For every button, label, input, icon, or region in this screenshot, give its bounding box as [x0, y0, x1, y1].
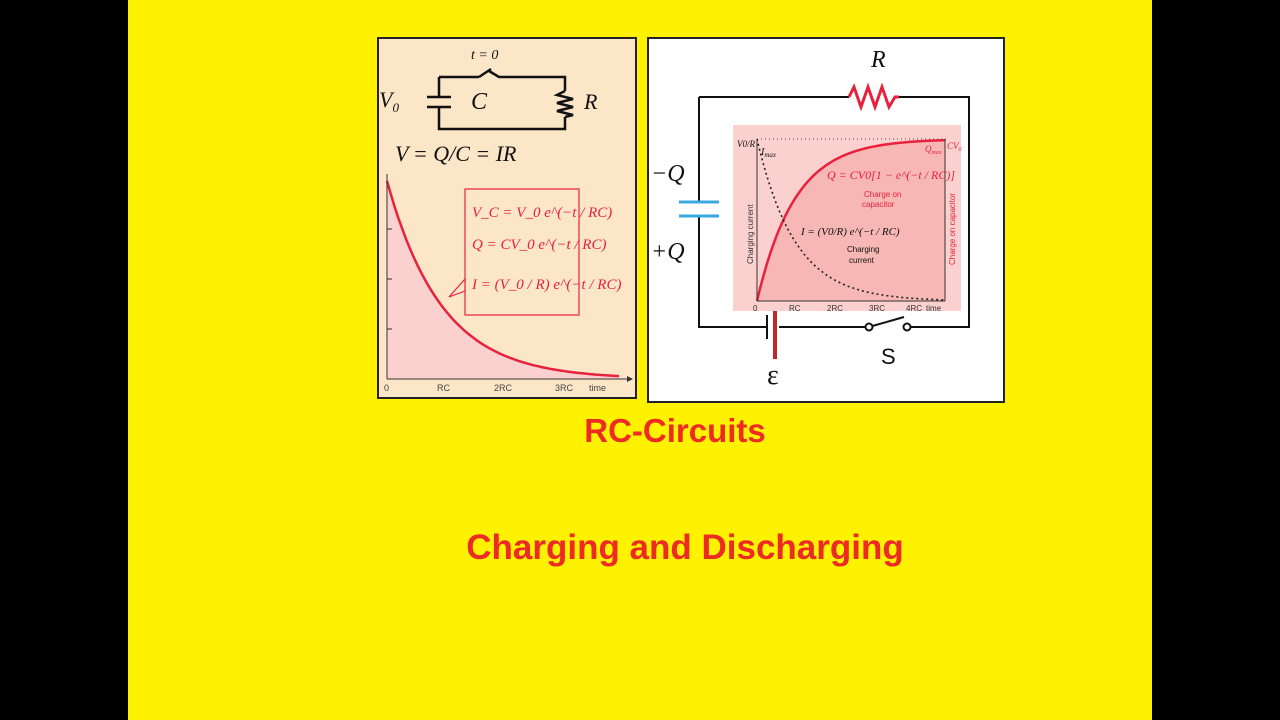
axis-tick-0: 0 — [384, 383, 389, 393]
discharge-plot: 0 RC 2RC 3RC time V_C = V_0 e^(−t / RC) … — [384, 174, 633, 393]
discharge-area — [387, 181, 619, 379]
resistor-zigzag — [847, 82, 899, 112]
discharge-circuit — [427, 67, 574, 131]
discharging-diagram: t = 0 V0 C R V = Q/C = IR 0 RC 2RC 3RC t… — [379, 48, 633, 393]
resistor-r-label: R — [583, 89, 598, 114]
current-note-line1: Charging — [847, 245, 879, 254]
current-curve — [756, 138, 945, 301]
discharging-panel: t = 0 V0 C R V = Q/C = IR 0 RC 2RC 3RC t… — [377, 37, 637, 399]
voltage-formula: V = Q/C = IR — [395, 141, 517, 166]
slide-title: RC-Circuits — [584, 412, 766, 449]
switch-time-label: t = 0 — [471, 48, 498, 63]
charging-plot: 0 RC 2RC 3RC 4RC time V0/R Imax Qmax CV0… — [733, 125, 962, 313]
emf-label: ε — [767, 360, 779, 391]
ylabel-charging-current: Charging current — [746, 204, 755, 264]
charge-note-line1: Charge on — [864, 190, 901, 199]
plot-tick-0: 0 — [753, 304, 758, 313]
axis-tick-3rc: 3RC — [555, 383, 574, 393]
plot-tick-4rc: 4RC — [906, 304, 922, 313]
current-equation: I = (V0/R) e^(−t / RC) — [800, 226, 900, 238]
charge-curve — [755, 138, 945, 302]
charging-panel: R −Q +Q ε S 0 RC 2RC 3RC 4RC time V0/R I… — [647, 37, 1005, 403]
plus-q-label: +Q — [651, 239, 685, 265]
charge-equation: Q = CV0[1 − e^(−t / RC)] — [827, 168, 955, 182]
resistor-r-label: R — [870, 47, 886, 73]
cv0-label: CV0 — [947, 141, 962, 153]
charge-note-line2: capacitor — [862, 200, 895, 209]
equations-box — [464, 188, 580, 316]
charge-area — [757, 140, 945, 301]
charging-circuit — [698, 96, 970, 339]
minus-q-label: −Q — [651, 161, 685, 187]
current-note-line2: current — [849, 256, 875, 265]
switch-s-label: S — [881, 344, 896, 369]
plot-tick-3rc: 3RC — [869, 304, 885, 313]
discharge-curve — [385, 180, 620, 378]
v0-label: V0 — [379, 87, 399, 115]
eq-voltage: V_C = V_0 e^(−t / RC) — [472, 205, 612, 221]
plot-tick-2rc: 2RC — [827, 304, 843, 313]
slide-subtitle: Charging and Discharging — [466, 528, 904, 567]
charging-diagram: R −Q +Q ε S 0 RC 2RC 3RC 4RC time V0/R I… — [651, 47, 970, 391]
capacitor-c-label: C — [471, 89, 488, 115]
qmax-label: Qmax — [925, 144, 942, 156]
plot-tick-rc: RC — [789, 304, 801, 313]
v0-over-r-label: V0/R — [737, 139, 755, 149]
eq-current: I = (V_0 / R) e^(−t / RC) — [471, 277, 621, 293]
ylabel-charge-capacitor: Charge on capacitor — [948, 193, 957, 265]
eq-charge: Q = CV_0 e^(−t / RC) — [472, 237, 606, 253]
imax-label: Imax — [760, 147, 777, 159]
axis-tick-2rc: 2RC — [494, 383, 513, 393]
axis-tick-rc: RC — [437, 383, 450, 393]
plot-time-label: time — [926, 304, 942, 313]
axis-time-label: time — [589, 383, 606, 393]
